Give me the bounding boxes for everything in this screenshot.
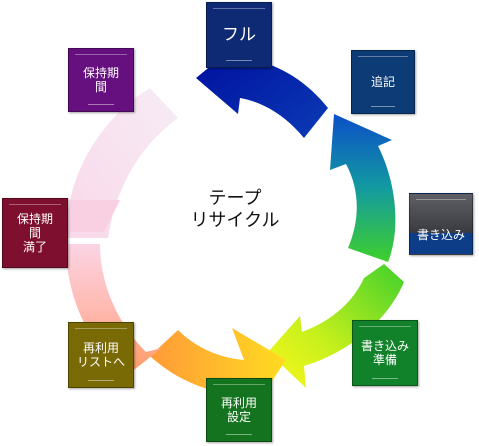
tape-reuse-setting-line2: 設定 — [226, 410, 251, 424]
arc-expired — [70, 200, 120, 232]
tape-retention-label: 保持期 間 — [81, 66, 121, 94]
tape-line — [372, 378, 398, 379]
tape-notch — [358, 51, 408, 57]
tape-reuse-setting-line1: 再利用 — [220, 396, 257, 410]
tape-full: フル — [206, 2, 272, 68]
arc-list — [66, 244, 162, 376]
center-title-line1: テープ — [208, 188, 262, 209]
tape-expired-line3: 満了 — [22, 240, 47, 254]
tape-notch — [213, 3, 265, 9]
arc-prep — [268, 264, 404, 388]
tape-prep-label: 書き込み 準備 — [359, 339, 411, 367]
arc-append — [330, 114, 396, 262]
tape-notch — [416, 194, 466, 200]
tape-write: 書き込み — [409, 193, 473, 255]
tape-expired-label: 保持期 間 満了 — [15, 212, 55, 254]
tape-line — [226, 434, 252, 435]
tape-retention-line1: 保持期 — [82, 66, 119, 80]
tape-notch — [359, 321, 411, 327]
tape-notch — [213, 379, 265, 385]
tape-expired-line1: 保持期 — [16, 212, 53, 226]
tape-notch — [9, 199, 61, 205]
tape-reuse-setting-label: 再利用 設定 — [219, 396, 259, 424]
tape-notch — [75, 49, 127, 55]
tape-full-label: フル — [222, 25, 256, 45]
tape-retention-line2: 間 — [94, 80, 107, 94]
tape-reuse-list-line2: リストへ — [76, 355, 125, 369]
tape-prep: 書き込み 準備 — [352, 320, 418, 386]
tape-reuse-list-label: 再利用 リストへ — [75, 341, 127, 369]
center-title: テープ リサイクル — [170, 188, 300, 232]
tape-reuse-list-line1: 再利用 — [82, 341, 119, 355]
tape-line — [88, 104, 114, 105]
tape-retention: 保持期 間 — [68, 48, 134, 112]
tape-append: 追記 — [351, 50, 415, 114]
tape-reuse-list: 再利用 リストへ — [68, 322, 134, 388]
tape-expired-line2: 間 — [28, 226, 41, 240]
tape-write-label: 書き込み — [416, 228, 465, 242]
tape-line — [226, 60, 252, 61]
tape-prep-line2: 準備 — [372, 353, 397, 367]
tape-append-label: 追記 — [370, 75, 395, 89]
center-title-line2: リサイクル — [190, 210, 280, 231]
tape-notch — [75, 323, 127, 329]
tape-line — [88, 380, 114, 381]
tape-prep-line1: 書き込み — [360, 339, 409, 353]
tape-expired: 保持期 間 満了 — [2, 198, 68, 268]
tape-line — [370, 106, 396, 107]
tape-reuse-setting: 再利用 設定 — [206, 378, 272, 442]
